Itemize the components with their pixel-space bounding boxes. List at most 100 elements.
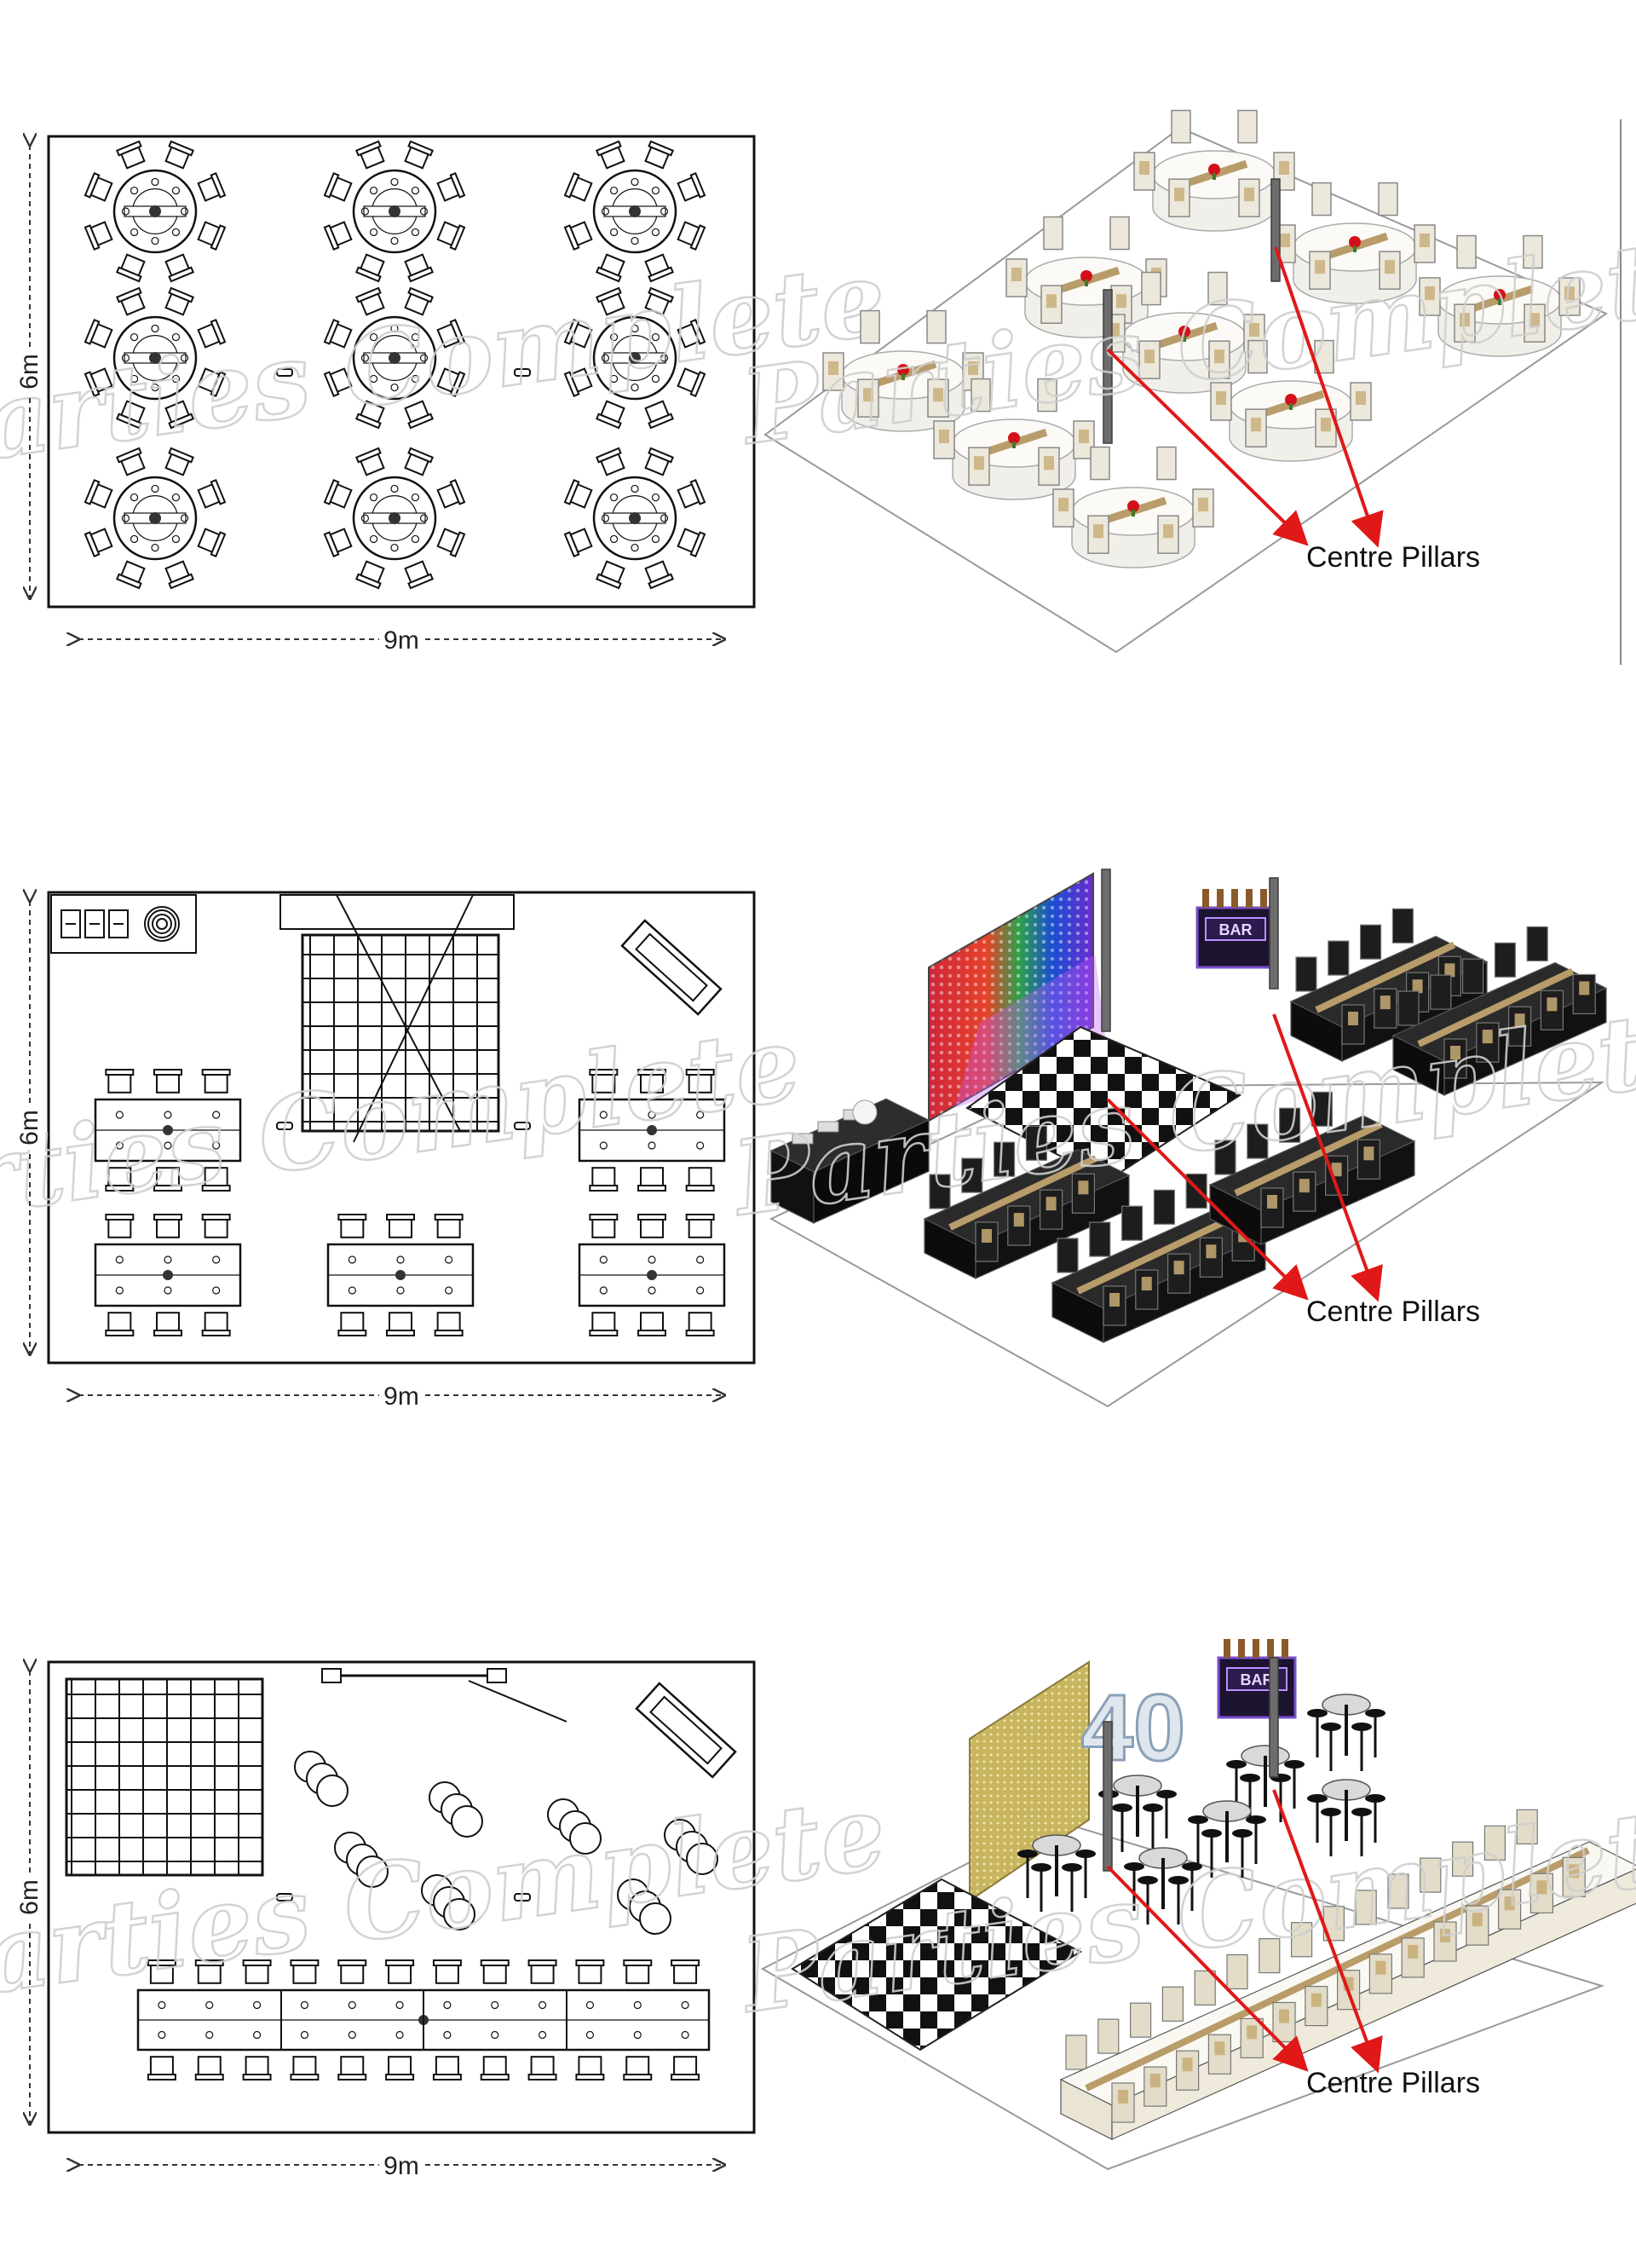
chair bbox=[323, 318, 353, 349]
poseur-table-plan bbox=[334, 1832, 389, 1888]
poseur-table bbox=[1307, 1779, 1385, 1856]
chair bbox=[105, 1069, 135, 1094]
chair bbox=[436, 221, 466, 251]
round-table bbox=[323, 286, 466, 430]
round-table bbox=[563, 286, 706, 430]
callout-label: Centre Pillars bbox=[1306, 2067, 1480, 2099]
chair bbox=[354, 400, 385, 430]
banquet-table bbox=[326, 1214, 475, 1336]
iso-round-table bbox=[1133, 109, 1295, 232]
chair bbox=[386, 1214, 415, 1238]
height-label-bg bbox=[14, 1105, 45, 1150]
callout-label: Centre Pillars bbox=[1306, 541, 1480, 574]
banquet-table bbox=[94, 1214, 242, 1336]
pillar-marker bbox=[514, 1122, 531, 1130]
chair bbox=[105, 1214, 135, 1238]
callout-arrow bbox=[1106, 1098, 1309, 1301]
iso-banquet bbox=[1051, 1173, 1267, 1343]
iso-round-table bbox=[1274, 182, 1436, 304]
chair bbox=[563, 171, 593, 202]
chair bbox=[115, 140, 146, 170]
height-label: 6m bbox=[15, 354, 43, 390]
callout-arrow bbox=[1106, 1865, 1309, 2072]
cake bbox=[852, 1099, 878, 1125]
chair bbox=[685, 1214, 715, 1238]
chair bbox=[677, 367, 706, 398]
callout-arrow bbox=[1272, 1013, 1383, 1302]
dance-floor-plan bbox=[65, 1677, 264, 1877]
bar-unit: BAR bbox=[1217, 1639, 1297, 1719]
dj-booth bbox=[321, 1668, 567, 1723]
width-label-bg bbox=[379, 1380, 423, 1409]
iso-banquet bbox=[923, 1125, 1131, 1279]
chair bbox=[595, 253, 625, 283]
chair bbox=[436, 367, 466, 398]
width-label-bg bbox=[379, 2150, 423, 2179]
chair bbox=[685, 1069, 715, 1094]
chair bbox=[201, 1214, 231, 1238]
banquet-table bbox=[578, 1069, 726, 1192]
pillar-marker bbox=[276, 1122, 293, 1130]
chair bbox=[480, 2056, 510, 2080]
chair bbox=[434, 1214, 464, 1238]
stage-chairs bbox=[620, 919, 723, 1016]
height-label: 6m bbox=[15, 1879, 43, 1915]
chair bbox=[644, 253, 675, 283]
poseur-table-plan bbox=[294, 1751, 349, 1807]
chair bbox=[242, 1959, 272, 1984]
chair bbox=[432, 1959, 462, 1984]
chair bbox=[84, 318, 113, 349]
chair bbox=[563, 318, 593, 349]
chair bbox=[563, 221, 593, 251]
chair bbox=[677, 171, 706, 202]
chair bbox=[589, 1312, 619, 1336]
poseur-table bbox=[1124, 1847, 1202, 1925]
cabinet-unit bbox=[50, 894, 197, 954]
chair bbox=[623, 2056, 653, 2080]
chair bbox=[201, 1312, 231, 1336]
width-label: 9m bbox=[383, 626, 419, 655]
dance-floor-plan bbox=[279, 894, 515, 1143]
iso-round-table bbox=[1103, 271, 1265, 394]
poseur-table bbox=[1017, 1834, 1096, 1912]
width-label: 9m bbox=[383, 1382, 419, 1411]
chair bbox=[644, 286, 675, 316]
chair bbox=[323, 221, 353, 251]
chair bbox=[323, 367, 353, 398]
chair bbox=[677, 221, 706, 251]
chair bbox=[575, 1959, 605, 1984]
poseur-table bbox=[1307, 1694, 1385, 1771]
chair bbox=[354, 140, 385, 170]
pillar-marker bbox=[276, 368, 293, 377]
chair bbox=[84, 478, 113, 509]
iso-banquet bbox=[1289, 908, 1489, 1062]
chair bbox=[105, 1167, 135, 1192]
chair bbox=[153, 1069, 182, 1094]
height-label-bg bbox=[14, 1875, 45, 1919]
chair bbox=[595, 140, 625, 170]
chair bbox=[147, 1959, 176, 1984]
pillar-marker bbox=[276, 1893, 293, 1902]
chair bbox=[671, 1959, 700, 1984]
chair bbox=[432, 2056, 462, 2080]
chair bbox=[323, 528, 353, 558]
chair bbox=[323, 171, 353, 202]
chair bbox=[563, 528, 593, 558]
chair bbox=[84, 221, 113, 251]
callout-arrow bbox=[1106, 348, 1309, 546]
chair bbox=[404, 253, 435, 283]
chair bbox=[197, 318, 227, 349]
chair bbox=[153, 1214, 182, 1238]
poseur-table-plan bbox=[617, 1878, 671, 1935]
chair bbox=[105, 1312, 135, 1336]
chair bbox=[153, 1312, 182, 1336]
chair bbox=[595, 447, 625, 476]
chair bbox=[84, 171, 113, 202]
chair bbox=[404, 447, 435, 476]
height-label-bg bbox=[14, 349, 45, 394]
